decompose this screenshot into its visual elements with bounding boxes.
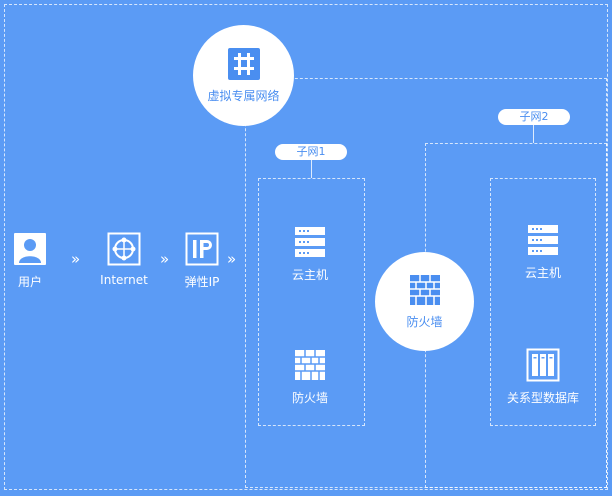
subnet1-host-node: 云主机	[282, 225, 338, 283]
eip-node: 弹性IP	[181, 232, 223, 290]
server-icon	[528, 225, 558, 255]
flow-arrow-3: »	[227, 250, 237, 268]
outer-boundary	[4, 4, 608, 490]
subnet1-firewall-label: 防火墙	[291, 391, 328, 405]
server-icon	[295, 227, 325, 257]
subnet1-tag: 子网1	[275, 144, 347, 160]
subnet2-tag: 子网2	[498, 109, 570, 125]
subnet1-box	[258, 178, 365, 426]
subnet1-host-label: 云主机	[291, 268, 328, 282]
user-node: 用户	[9, 232, 51, 290]
subnet2-box	[490, 178, 596, 426]
database-icon	[526, 348, 560, 382]
subnet1-firewall-node: 防火墙	[282, 348, 338, 406]
subnet2-connector	[533, 125, 534, 143]
ip-icon	[185, 232, 219, 266]
subnet2-database-node: 关系型数据库	[498, 348, 588, 406]
flow-arrow-2: »	[160, 250, 170, 268]
internet-label: Internet	[100, 273, 148, 287]
vpc-node: 虚拟专属网络	[193, 25, 294, 126]
central-firewall-node: 防火墙	[375, 252, 474, 351]
subnet2-host-node: 云主机	[515, 223, 571, 281]
user-icon	[14, 233, 46, 265]
subnet2-database-label: 关系型数据库	[506, 391, 579, 405]
firewall-icon	[409, 275, 440, 305]
flow-arrow-1: »	[71, 250, 81, 268]
firewall-icon	[295, 350, 325, 380]
subnet1-connector	[311, 160, 312, 178]
subnet2-host-label: 云主机	[524, 266, 561, 280]
internet-node: Internet	[97, 232, 151, 287]
internet-icon	[107, 232, 141, 266]
user-label: 用户	[17, 275, 42, 289]
vpc-label: 虚拟专属网络	[207, 89, 280, 103]
central-firewall-label: 防火墙	[406, 315, 443, 329]
eip-label: 弹性IP	[184, 275, 220, 289]
vpc-network-icon	[227, 48, 260, 80]
